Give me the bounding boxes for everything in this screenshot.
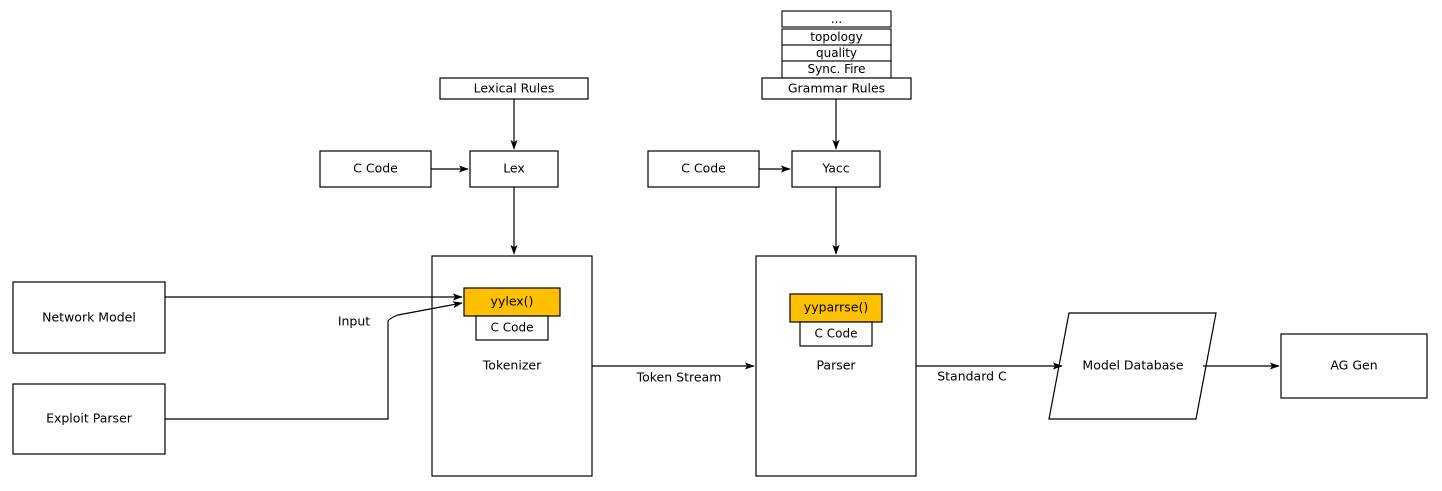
node-parser[interactable]: yyparrse() C Code Parser xyxy=(755,255,917,477)
edge-label-input: Input xyxy=(338,314,370,329)
tokenizer-label: Tokenizer xyxy=(482,358,542,373)
yylex-box[interactable] xyxy=(463,287,561,317)
model-database-label: Model Database xyxy=(1082,358,1183,373)
grammar-rules-stack: ... topology quality Sync. Fire xyxy=(781,10,892,79)
parser-box[interactable] xyxy=(755,255,917,477)
network-model-label: Network Model xyxy=(42,310,136,325)
grammar-stack-label-0: ... xyxy=(831,12,842,26)
lexical-rules-label: Lexical Rules xyxy=(474,81,555,96)
node-yacc[interactable]: Yacc xyxy=(791,150,881,188)
ag-gen-label: AG Gen xyxy=(1330,358,1377,373)
network-model-box[interactable] xyxy=(12,281,166,354)
node-c-code-lex[interactable]: C Code xyxy=(319,150,432,188)
c-code-parser-label: C Code xyxy=(815,327,858,341)
yacc-box[interactable] xyxy=(791,150,881,188)
lex-label: Lex xyxy=(503,161,525,176)
grammar-stack-item-0 xyxy=(781,10,892,28)
yyparrse-box[interactable] xyxy=(789,293,883,323)
node-lex[interactable]: Lex xyxy=(469,150,559,188)
parser-label: Parser xyxy=(816,358,856,373)
c-code-tokenizer-box[interactable] xyxy=(475,315,549,341)
exploit-parser-box[interactable] xyxy=(12,383,166,455)
yylex-label: yylex() xyxy=(491,294,534,309)
node-grammar-rules[interactable]: Grammar Rules xyxy=(761,77,912,100)
node-ag-gen[interactable]: AG Gen xyxy=(1280,333,1428,399)
node-c-code-yacc[interactable]: C Code xyxy=(647,150,760,188)
grammar-stack-label-2: quality xyxy=(816,46,857,60)
ag-gen-box[interactable] xyxy=(1280,333,1428,399)
model-database-shape[interactable] xyxy=(1048,312,1217,420)
lex-box[interactable] xyxy=(469,150,559,188)
node-exploit-parser[interactable]: Exploit Parser xyxy=(12,383,166,455)
yacc-label: Yacc xyxy=(821,161,849,176)
yyparrse-label: yyparrse() xyxy=(804,300,868,315)
node-lexical-rules[interactable]: Lexical Rules xyxy=(439,77,589,100)
node-tokenizer[interactable]: yylex() C Code Tokenizer xyxy=(431,255,593,477)
edge-label-standard-c: Standard C xyxy=(937,369,1007,384)
exploit-parser-label: Exploit Parser xyxy=(46,411,133,426)
edge-label-token-stream: Token Stream xyxy=(636,370,722,385)
c-code-lex-label: C Code xyxy=(353,161,398,176)
c-code-parser-box[interactable] xyxy=(799,321,873,347)
c-code-yacc-label: C Code xyxy=(681,161,726,176)
grammar-stack-label-3: Sync. Fire xyxy=(808,62,866,76)
node-network-model[interactable]: Network Model xyxy=(12,281,166,354)
grammar-stack-label-1: topology xyxy=(810,30,862,44)
edge-exploit-parser-to-yylex xyxy=(165,301,463,420)
c-code-tokenizer-label: C Code xyxy=(491,321,534,335)
node-model-database[interactable]: Model Database xyxy=(1048,312,1217,420)
grammar-rules-label: Grammar Rules xyxy=(788,81,885,96)
